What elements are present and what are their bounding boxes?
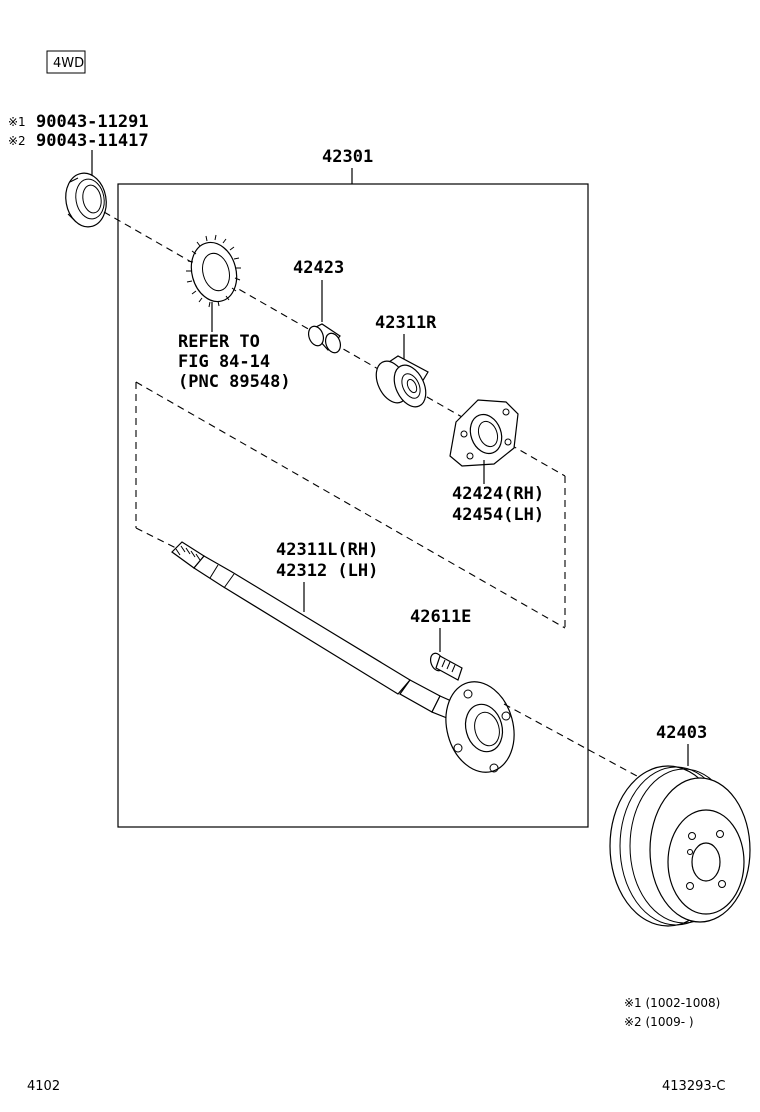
axle-bearing[interactable]	[370, 355, 432, 412]
hub-bolt[interactable]	[428, 651, 463, 681]
refer-line-3[interactable]: (PNC 89548)	[178, 372, 291, 392]
oil-seal[interactable]	[62, 170, 111, 230]
bearing-part-number[interactable]: 42311R	[375, 313, 437, 333]
note-mark-2: ※2	[8, 134, 26, 148]
footer-code-right: 413293-C	[662, 1079, 725, 1094]
badge-4wd: 4WD	[53, 56, 84, 71]
axle-flange[interactable]	[436, 674, 524, 780]
seal-part-number-2[interactable]: 90043-11417	[36, 131, 149, 151]
shaft-part-number-rh[interactable]: 42311L(RH)	[276, 540, 378, 560]
sensor-rotor[interactable]	[185, 234, 243, 308]
refer-line-2: FIG 84-14	[178, 352, 270, 372]
footer-code-left: 4102	[27, 1079, 60, 1094]
hub-bolt-part-number[interactable]: 42611E	[410, 607, 471, 627]
bearing-plate[interactable]	[449, 399, 519, 467]
axis-line-lower	[503, 703, 649, 783]
plate-part-number-rh[interactable]: 42424(RH)	[452, 484, 544, 504]
legend-line-1: ※1 (1002-1008)	[624, 996, 720, 1010]
retainer-part-number[interactable]: 42423	[293, 258, 344, 278]
assembly-part-number[interactable]: 42301	[322, 147, 373, 167]
plate-part-number-lh[interactable]: 42454(LH)	[452, 505, 544, 525]
note-mark-1: ※1	[8, 115, 26, 129]
seal-part-number-1[interactable]: 90043-11291	[36, 112, 149, 132]
drum-part-number[interactable]: 42403	[656, 723, 707, 743]
assembly-box	[117, 183, 589, 828]
refer-line-1: REFER TO	[178, 332, 260, 352]
badge-frame	[46, 50, 86, 74]
brake-drum[interactable]	[609, 765, 751, 927]
shaft-group-outline	[135, 381, 566, 629]
shaft-part-number-lh[interactable]: 42312 (LH)	[276, 561, 378, 581]
bearing-retainer[interactable]	[306, 323, 343, 355]
legend-line-2: ※2 (1009- )	[624, 1015, 694, 1029]
